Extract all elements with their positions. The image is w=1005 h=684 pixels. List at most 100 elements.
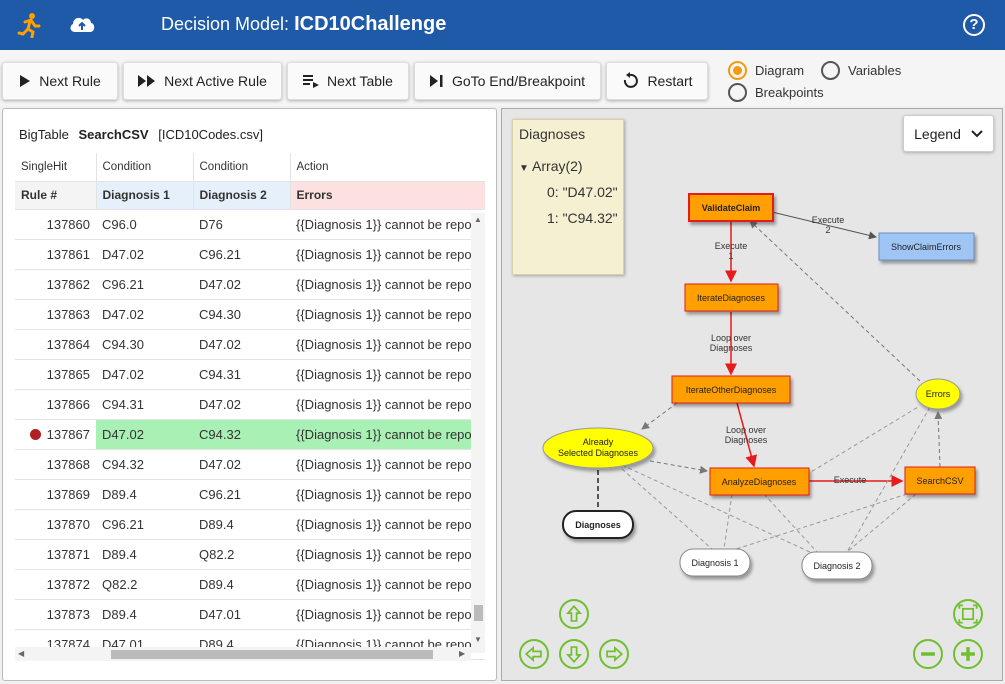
node-diagnoses[interactable]: Diagnoses <box>562 510 634 539</box>
diagnosis-1-cell: C94.30 <box>96 329 193 360</box>
fit-to-screen-icon[interactable] <box>953 599 983 629</box>
cloud-upload-icon[interactable] <box>68 13 96 37</box>
view-variables-radio[interactable]: Variables <box>821 61 901 80</box>
legend-dropdown[interactable]: Legend <box>903 115 994 152</box>
zoom-out-icon[interactable] <box>913 639 943 669</box>
scroll-right-icon[interactable]: ▶ <box>459 649 466 658</box>
diagnosis-2-cell: D76 <box>193 209 290 240</box>
errors-cell: {{Diagnosis 1}} cannot be repo <box>290 389 485 420</box>
pan-right-icon[interactable] <box>599 639 629 669</box>
errors-cell: {{Diagnosis 1}} cannot be repo <box>290 509 485 540</box>
diagnosis-1-cell: C96.21 <box>96 509 193 540</box>
view-breakpoints-label: Breakpoints <box>755 85 824 100</box>
breakpoint-icon[interactable] <box>29 428 41 440</box>
view-diagram-label: Diagram <box>755 63 805 78</box>
node-validateclaim[interactable]: ValidateClaim <box>688 193 774 222</box>
node-errors[interactable]: Errors <box>915 378 961 410</box>
diagnosis-2-cell: C94.30 <box>193 299 290 330</box>
model-name: ICD10Challenge <box>294 13 447 35</box>
diagnosis-1-cell: D89.4 <box>96 479 193 510</box>
column-type: Condition <box>193 153 291 182</box>
diagnosis-2-cell: D47.02 <box>193 449 290 480</box>
errors-cell: {{Diagnosis 1}} cannot be repo <box>290 299 485 330</box>
diagnosis-2-cell: C96.21 <box>193 239 290 270</box>
array-node[interactable]: ▼ Array(2) <box>519 158 583 174</box>
goto-end-label: GoTo End/Breakpoint <box>451 73 586 89</box>
diagnosis-1-cell: D47.02 <box>96 359 193 390</box>
app-header: Decision Model: ICD10Challenge ? <box>0 0 1005 50</box>
pan-up-icon[interactable] <box>559 599 589 629</box>
pan-down-icon[interactable] <box>559 639 589 669</box>
variable-name: Diagnoses <box>519 126 586 142</box>
horizontal-scrollbar[interactable]: ◀ ▶ <box>15 647 471 661</box>
restart-button[interactable]: Restart <box>606 62 708 100</box>
node-iterateotherdiagnoses[interactable]: IterateOtherDiagnoses <box>671 375 791 404</box>
diagnosis-1-cell: C96.21 <box>96 269 193 300</box>
node-searchcsv[interactable]: SearchCSV <box>904 466 976 495</box>
hit-policy[interactable]: SingleHit <box>15 153 97 182</box>
scroll-left-icon[interactable]: ◀ <box>18 649 25 658</box>
rule-number: 137867 <box>15 419 96 450</box>
errors-cell: {{Diagnosis 1}} cannot be repo <box>290 479 485 510</box>
rule-number: 137871 <box>15 539 96 570</box>
svg-text:Errors: Errors <box>926 389 951 399</box>
expand-triangle-icon[interactable]: ▼ <box>519 163 529 174</box>
scroll-thumb[interactable] <box>111 650 433 659</box>
fast-forward-icon <box>138 75 156 87</box>
vertical-scrollbar[interactable]: ▲ ▼ <box>471 213 485 653</box>
scroll-thumb[interactable] <box>474 605 483 621</box>
diagnosis-2-cell: D47.02 <box>193 329 290 360</box>
view-breakpoints-radio[interactable]: Breakpoints <box>728 83 824 102</box>
scroll-up-icon[interactable]: ▲ <box>474 215 482 224</box>
rule-number: 137865 <box>15 359 96 390</box>
node-analyzediagnoses[interactable]: AnalyzeDiagnoses <box>709 467 810 496</box>
next-rule-button[interactable]: Next Rule <box>2 62 118 100</box>
view-diagram-radio[interactable]: Diagram <box>728 61 804 80</box>
errors-cell: {{Diagnosis 1}} cannot be repo <box>290 419 485 450</box>
node-showclaimerrors[interactable]: ShowClaimErrors <box>878 232 975 261</box>
diagnosis-1-cell: C94.32 <box>96 449 193 480</box>
diagnosis-1-cell: C96.0 <box>96 209 193 240</box>
next-table-button[interactable]: Next Table <box>287 62 409 100</box>
run-icon[interactable] <box>16 12 42 38</box>
next-active-rule-button[interactable]: Next Active Rule <box>123 62 282 100</box>
rule-number: 137873 <box>15 599 96 630</box>
zoom-in-icon[interactable] <box>953 639 983 669</box>
help-icon[interactable]: ? <box>963 14 985 36</box>
scroll-down-icon[interactable]: ▼ <box>474 635 482 644</box>
goto-end-button[interactable]: GoTo End/Breakpoint <box>414 62 601 100</box>
rule-number: 137869 <box>15 479 96 510</box>
diagram-nodes: ValidateClaim ShowClaimErrors IterateDia… <box>542 193 976 580</box>
diagnosis-1-cell: D89.4 <box>96 539 193 570</box>
node-diagnosis-2[interactable]: Diagnosis 2 <box>801 551 873 580</box>
node-iteratediagnoses[interactable]: IterateDiagnoses <box>684 283 779 312</box>
node-diagnosis-1[interactable]: Diagnosis 1 <box>679 548 751 577</box>
diagnosis-1-cell: D47.02 <box>96 299 193 330</box>
radio-unselected-icon <box>821 61 840 80</box>
errors-cell: {{Diagnosis 1}} cannot be repo <box>290 209 485 240</box>
rule-number: 137860 <box>15 209 96 240</box>
diagnosis-1-cell: D47.02 <box>96 239 193 270</box>
pan-left-icon[interactable] <box>519 639 549 669</box>
table-name-header: Rule # Diagnosis 1 Diagnosis 2 Errors <box>15 181 485 210</box>
diagnosis-2-cell: D47.02 <box>193 269 290 300</box>
